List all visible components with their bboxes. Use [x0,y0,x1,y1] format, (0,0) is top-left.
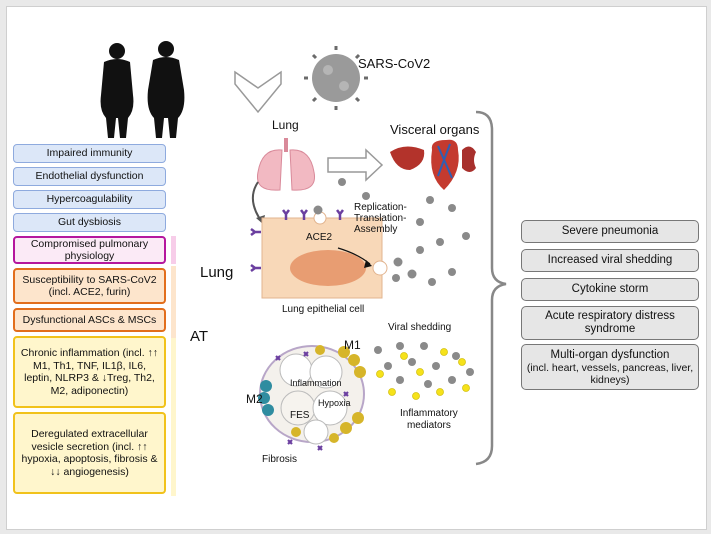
heart-icon [431,139,459,190]
lung-side-bar [171,236,176,264]
m1-label: M1 [344,338,361,352]
adipocyte-cluster-icon [258,345,366,451]
virion-particles [313,178,470,286]
lung-epithelial-cell [261,211,388,299]
person-silhouette-icon [100,41,185,138]
box-endothelial-dysfunction: Endothelial dysfunction [13,167,166,186]
right-brace [475,110,507,466]
virus-icon [304,46,368,110]
inflammation-label: Inflammation [290,378,342,388]
chevron-down-icon [234,70,282,114]
box-deregulated-ev: Deregulated extracellular vesicle secret… [13,412,166,494]
at-side-bar-yellow [171,338,176,496]
fibrosis-label: Fibrosis [262,454,298,465]
epithelial-cell-label: Lung epithelial cell [282,304,365,315]
sars-cov2-label: SARS-CoV2 [358,56,431,71]
lungs-icon [256,138,316,191]
box-gut-dysbiosis: Gut dysbiosis [13,213,166,232]
inflammatory-mediators [376,348,470,400]
ace2-label: ACE2 [306,232,333,243]
side-label-lung: Lung [200,264,234,281]
lung-label: Lung [272,118,299,132]
box-impaired-immunity: Impaired immunity [13,144,166,163]
box-susceptibility: Susceptibility to SARS-CoV2 (incl. ACE2,… [13,268,166,304]
multi-organ-title: Multi-organ dysfunction [550,348,670,361]
hypoxia-label: Hypoxia [318,398,351,408]
replication-label: Replication- Translation- Assembly [354,202,407,235]
ace2-receptor-icon [250,209,344,272]
box-severe-pneumonia: Severe pneumonia [521,220,699,243]
viral-shedding-label: Viral shedding [388,322,452,333]
box-dysfunctional-ascs: Dysfunctional ASCs & MSCs [13,308,166,332]
box-cytokine-storm: Cytokine storm [521,278,699,301]
box-viral-shedding: Increased viral shedding [521,249,699,272]
kidney-icon [462,146,476,172]
arrow-right-icon [327,148,384,182]
box-multi-organ: Multi-organ dysfunction (incl. heart, ve… [521,344,699,390]
box-hypercoagulability: Hypercoagulability [13,190,166,209]
at-side-bar-orange [171,266,176,338]
multi-organ-detail: (incl. heart, vessels, pancreas, liver, … [526,361,694,386]
side-label-at: AT [190,328,209,345]
liver-icon [390,146,425,170]
shed-virions [374,342,474,388]
m2-label: M2 [246,392,263,406]
box-ards: Acute respiratory distress syndrome [521,306,699,340]
box-compromised-pulmonary: Compromised pulmonary physiology [13,236,166,264]
visceral-organs-label: Visceral organs [390,122,480,137]
inflammatory-mediators-label: Inflammatory mediators [400,408,458,431]
fes-label: FES [290,410,310,421]
box-chronic-inflammation: Chronic inflammation (incl. ↑↑ M1, Th1, … [13,336,166,408]
